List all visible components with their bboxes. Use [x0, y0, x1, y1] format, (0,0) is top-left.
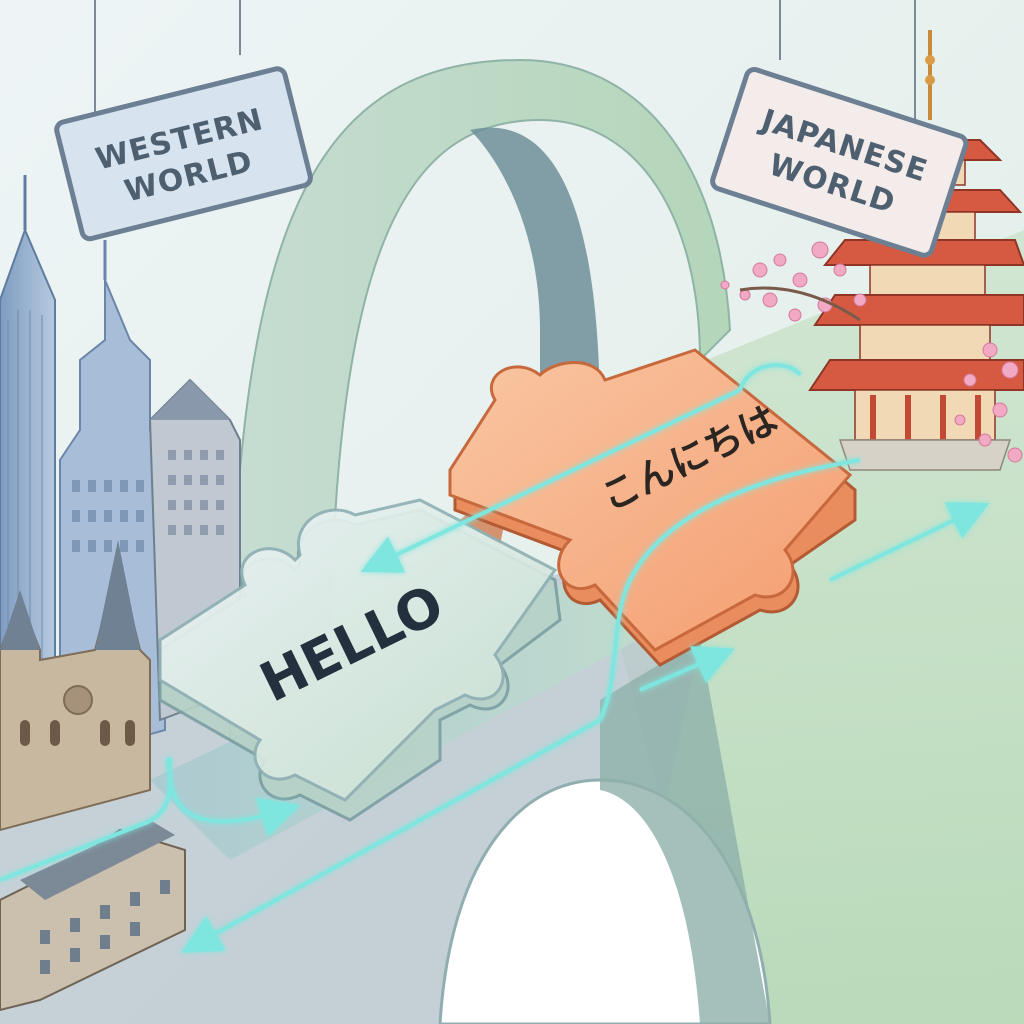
japanese-puzzle-piece: こんにちは — [448, 348, 857, 667]
japanese-world-sign: JAPANESE WORLD — [710, 0, 969, 258]
arrow-to-japan-1 — [639, 646, 735, 692]
cherry-branch — [739, 286, 861, 322]
western-world-sign: WESTERN WORLD — [54, 0, 313, 242]
arrow-bridge-forward — [598, 458, 861, 721]
arrow-to-japan-2 — [829, 502, 990, 582]
arrow-west-curve — [0, 756, 301, 882]
translation-flow-arrows — [0, 363, 990, 953]
arrow-bridge-back — [181, 718, 601, 953]
arrow-japanese-to-hello — [375, 363, 802, 565]
